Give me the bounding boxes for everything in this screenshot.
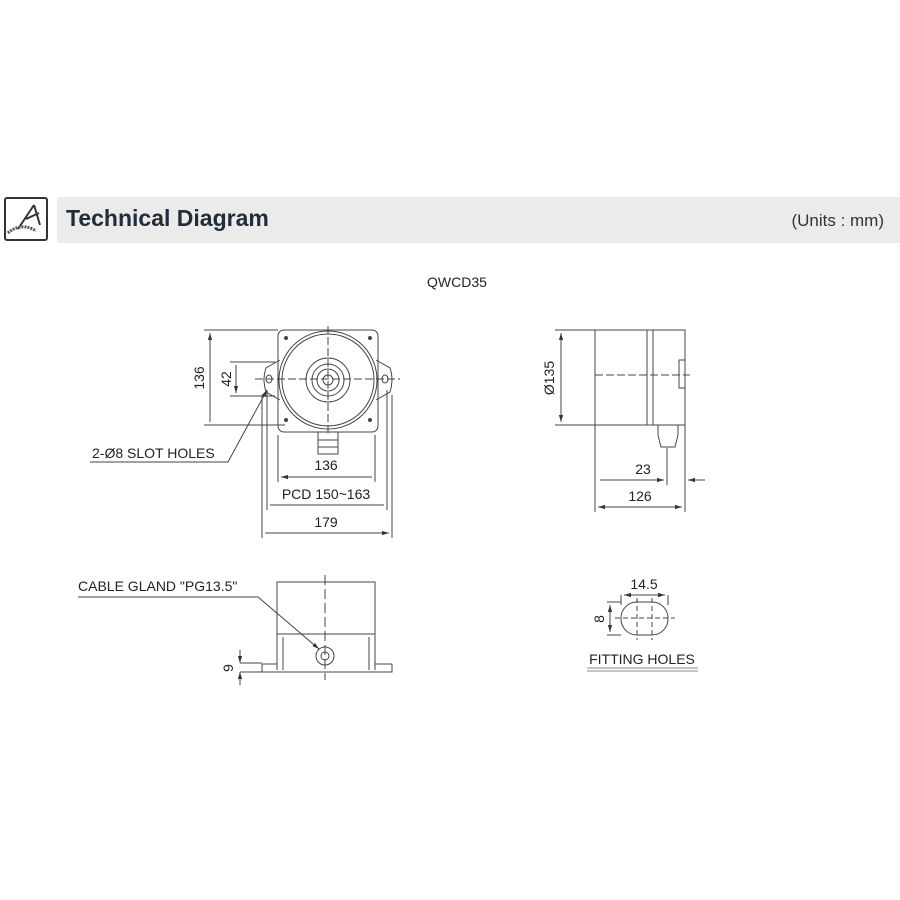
dim-overall-width: 179 [314,514,338,530]
dim-diameter: Ø135 [541,361,557,395]
dim-hole-height: 8 [591,615,607,623]
dim-base-height: 9 [220,664,236,672]
model-name: QWCD35 [427,274,487,290]
bottom-view [78,575,393,685]
fitting-holes-label: FITTING HOLES [589,651,695,667]
section-header [57,197,900,243]
dim-hole-width: 14.5 [630,576,657,592]
slot-holes-label: 2-Ø8 SLOT HOLES [92,445,215,461]
dim-pcd: PCD 150~163 [282,486,371,502]
dim-hole-spacing: 42 [218,371,234,387]
cable-gland-label: CABLE GLAND "PG13.5" [78,578,237,594]
units-label: (Units : mm) [791,211,884,230]
section-title: Technical Diagram [66,205,269,231]
dim-height-136: 136 [191,366,207,390]
fitting-hole-detail [587,592,698,672]
dim-body-width: 136 [314,457,338,473]
front-view [90,326,400,538]
compass-icon [4,197,48,241]
dim-gland-offset: 23 [635,461,651,477]
dim-depth: 126 [628,488,652,504]
side-view [555,329,705,512]
